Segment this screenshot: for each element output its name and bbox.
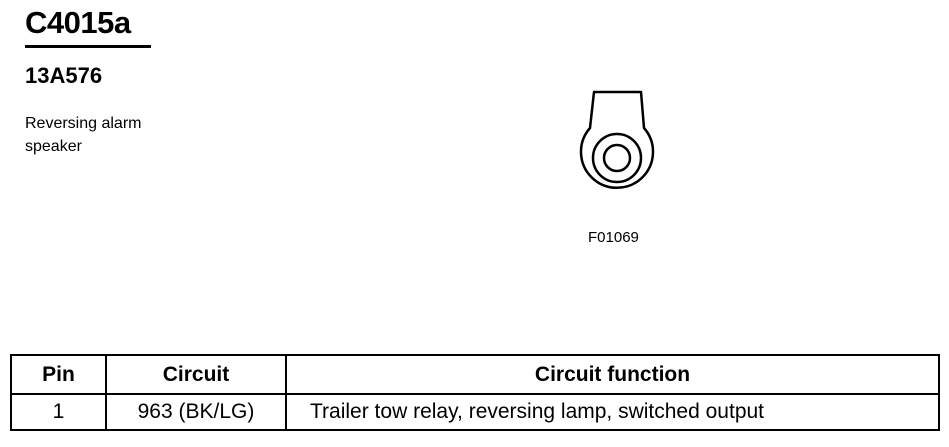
connector-outer-ring	[591, 132, 643, 184]
circuit-cell: 963 (BK/LG)	[105, 393, 287, 431]
connector-description: Reversing alarm speaker	[25, 115, 142, 155]
pin-cell: 1	[10, 393, 107, 431]
table-row: 1 963 (BK/LG) Trailer tow relay, reversi…	[10, 393, 940, 431]
circuit-function-cell: Trailer tow relay, reversing lamp, switc…	[285, 393, 940, 431]
header-circuit-function: Circuit function	[285, 354, 940, 395]
connector-id: C4015a	[25, 5, 131, 40]
connector-face-drawing	[579, 90, 655, 190]
connector-housing-outline	[579, 90, 655, 190]
part-number: 13A576	[25, 63, 103, 88]
title-underline	[25, 45, 151, 48]
table-header-row: Pin Circuit Circuit function	[10, 354, 940, 395]
pin-table: Pin Circuit Circuit function 1 963 (BK/L…	[10, 354, 940, 431]
header-circuit: Circuit	[105, 354, 287, 395]
header-pin: Pin	[10, 354, 107, 395]
connector-pin-socket	[602, 143, 632, 173]
figure-id: F01069	[588, 229, 639, 246]
